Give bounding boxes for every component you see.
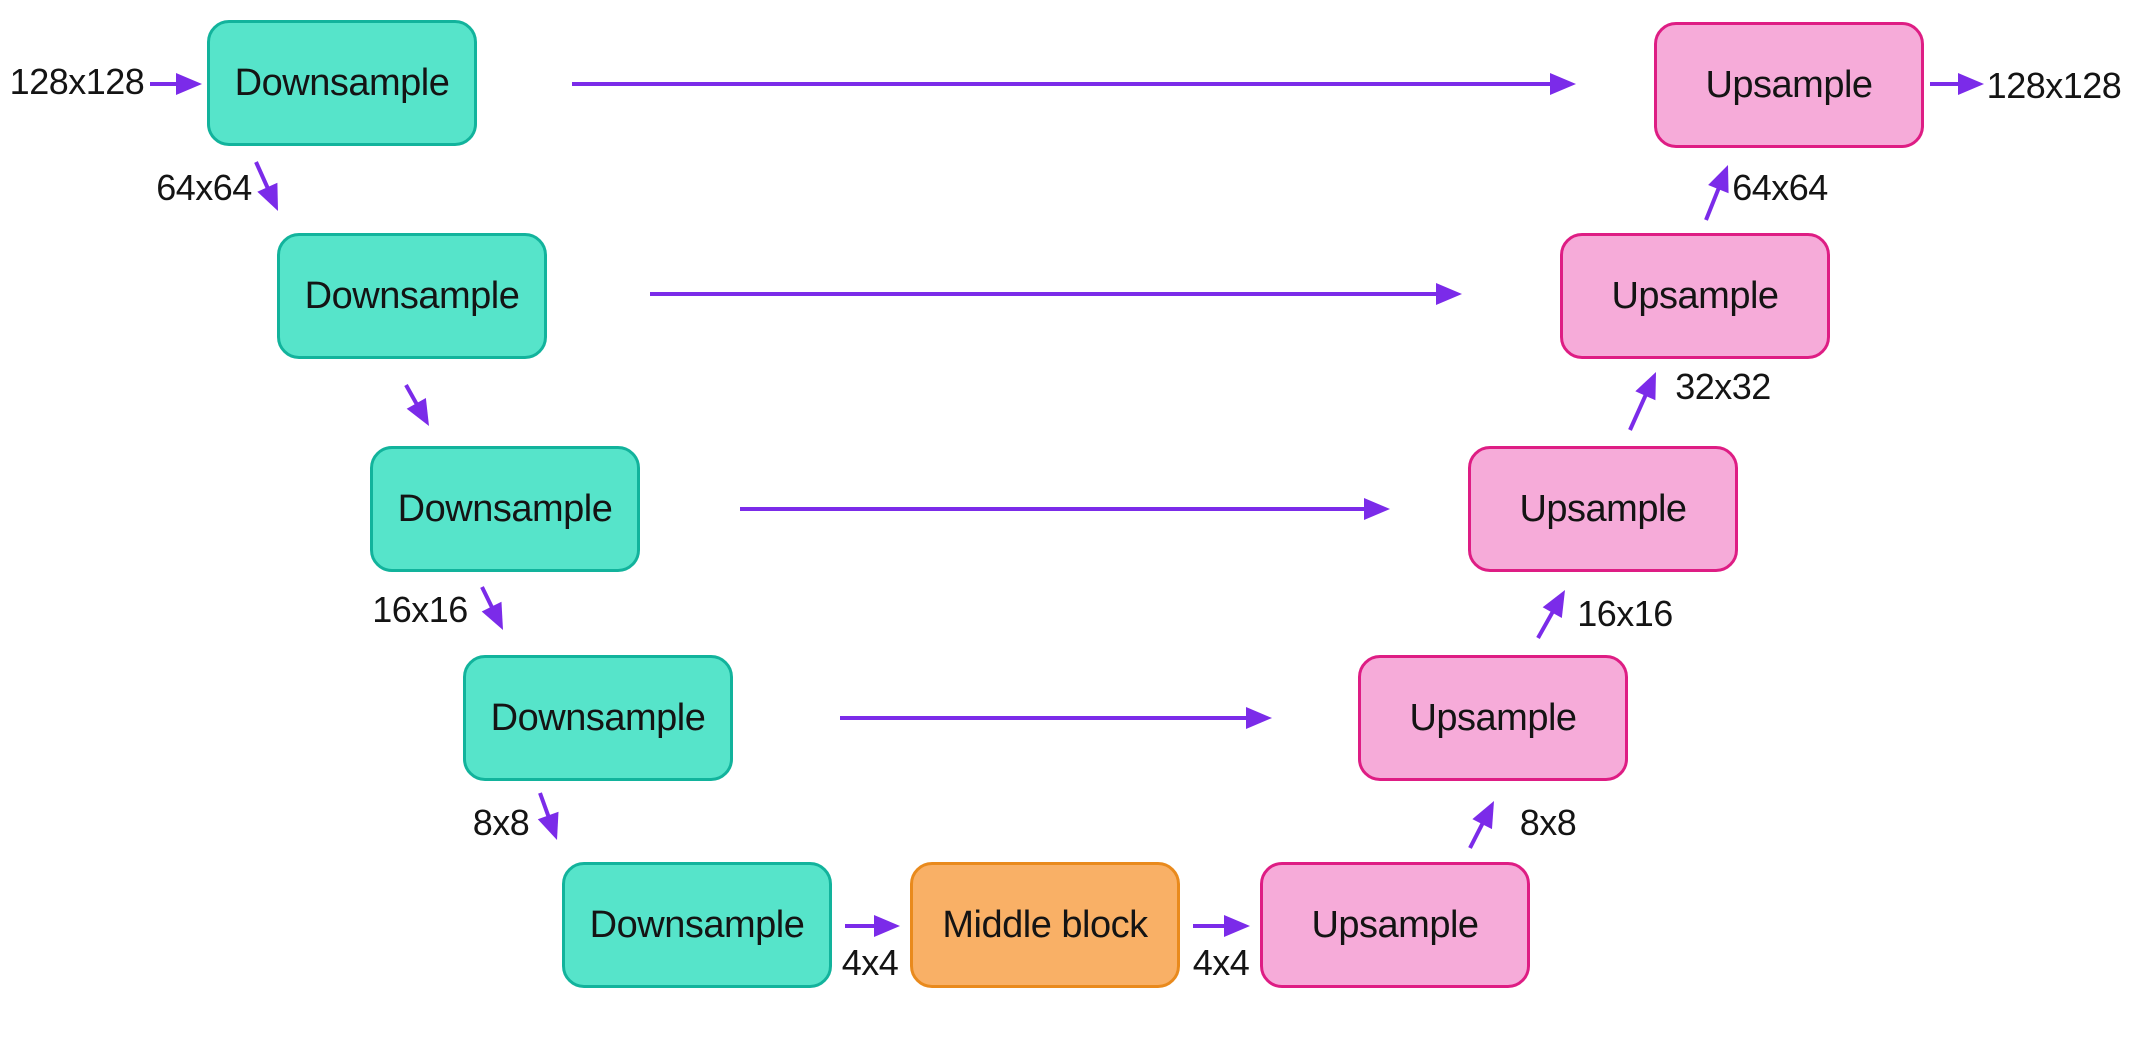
upsample-block-2: Upsample — [1560, 233, 1830, 359]
skip-connection-1-arrow — [572, 73, 1576, 95]
downsample-block-1: Downsample — [207, 20, 477, 146]
downsample-block-3: Downsample — [370, 446, 640, 572]
output-arrow — [1930, 73, 1984, 95]
middle-in-arrow — [845, 915, 900, 937]
decoder-size-64-label: 64x64 — [1732, 167, 1828, 208]
skip-connection-4-arrow — [840, 707, 1272, 729]
upsample-block-5: Upsample — [1260, 862, 1530, 988]
decoder-size-32-label: 32x32 — [1675, 366, 1771, 407]
decoder-size-8-label: 8x8 — [1519, 802, 1577, 843]
skip-connection-3-arrow — [740, 498, 1390, 520]
middle-block: Middle block — [910, 862, 1180, 988]
upsample-block-3: Upsample — [1468, 446, 1738, 572]
encoder-size-4-label: 4x4 — [841, 942, 899, 983]
downsample-block-2: Downsample — [277, 233, 547, 359]
decoder-size-4-label: 4x4 — [1192, 942, 1250, 983]
up-arrow-2-1 — [1704, 165, 1729, 221]
down-arrow-4-5 — [537, 792, 559, 840]
encoder-size-8-label: 8x8 — [472, 802, 530, 843]
input-arrow — [150, 73, 202, 95]
encoder-size-64-label: 64x64 — [156, 167, 252, 208]
up-arrow-5-4 — [1468, 801, 1494, 849]
encoder-size-16-label: 16x16 — [372, 589, 468, 630]
skip-connection-2-arrow — [650, 283, 1462, 305]
upsample-block-4: Upsample — [1358, 655, 1628, 781]
up-arrow-4-3 — [1536, 590, 1565, 639]
upsample-block-1: Upsample — [1654, 22, 1924, 148]
downsample-block-4: Downsample — [463, 655, 733, 781]
down-arrow-1-2 — [254, 161, 278, 211]
output-size-label: 128x128 — [1986, 65, 2122, 106]
decoder-size-16-label: 16x16 — [1577, 593, 1673, 634]
down-arrow-3-4 — [480, 586, 503, 630]
down-arrow-2-3 — [404, 384, 429, 426]
downsample-block-5: Downsample — [562, 862, 832, 988]
input-size-label: 128x128 — [9, 61, 145, 102]
up-arrow-3-2 — [1628, 372, 1656, 431]
middle-out-arrow — [1193, 915, 1250, 937]
